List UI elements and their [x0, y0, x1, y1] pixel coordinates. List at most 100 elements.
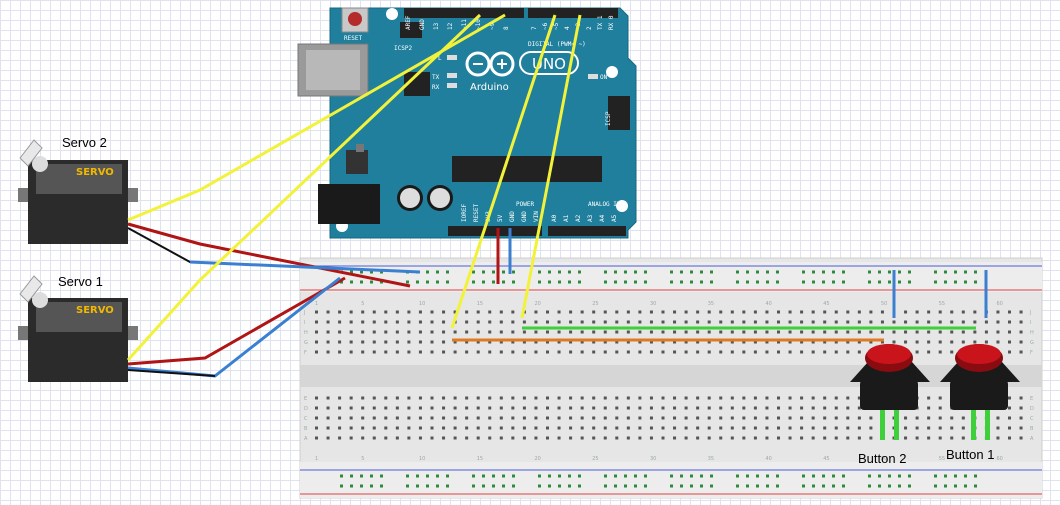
breadboard-hole	[592, 416, 596, 420]
breadboard-hole	[765, 310, 769, 314]
breadboard-hole	[834, 426, 838, 430]
breadboard-hole	[649, 416, 653, 420]
rail-hole	[614, 484, 617, 488]
rail-hole	[954, 474, 957, 478]
breadboard-hole	[569, 416, 573, 420]
rail-hole	[416, 474, 419, 478]
column-number-bottom: 50	[881, 456, 887, 462]
rail-hole	[710, 484, 713, 488]
breadboard-hole	[938, 320, 942, 324]
rail-hole	[812, 474, 815, 478]
rail-hole	[878, 280, 881, 284]
rail-hole	[898, 484, 901, 488]
breadboard-hole	[384, 406, 388, 410]
breadboard-hole	[765, 340, 769, 344]
rail-hole	[954, 270, 957, 274]
column-number-bottom: 15	[477, 456, 483, 462]
breadboard-hole	[649, 426, 653, 430]
breadboard-hole	[361, 320, 365, 324]
breadboard-hole	[927, 310, 931, 314]
breadboard-hole	[546, 436, 549, 440]
rail-hole	[578, 280, 581, 284]
breadboard-hole	[961, 310, 965, 314]
breadboard-hole	[1008, 416, 1011, 420]
breadboard-hole	[823, 416, 827, 420]
rail-hole	[644, 270, 647, 274]
breadboard-hole	[661, 406, 665, 410]
breadboard-hole	[603, 426, 607, 430]
breadboard-hole	[384, 350, 388, 354]
breadboard-hole	[326, 350, 330, 354]
breadboard-hole	[950, 320, 954, 324]
breadboard-hole	[1019, 340, 1023, 344]
breadboard-hole	[638, 350, 642, 354]
rail-hole	[812, 280, 815, 284]
breadboard-hole	[869, 310, 873, 314]
button-2[interactable]: Button 2	[850, 344, 930, 466]
breadboard-hole	[938, 436, 942, 440]
rail-hole	[974, 474, 977, 478]
breadboard-hole	[338, 396, 342, 400]
rail-hole	[868, 474, 871, 478]
breadboard-hole	[1008, 310, 1011, 314]
breadboard-hole	[753, 396, 757, 400]
breadboard-hole	[592, 330, 596, 334]
rail-hole	[446, 474, 449, 478]
breadboard-hole	[407, 340, 411, 344]
breadboard-hole	[592, 340, 596, 344]
breadboard-hole	[823, 320, 827, 324]
breadboard-hole	[488, 396, 492, 400]
rail-hole	[604, 474, 607, 478]
breadboard-hole	[684, 416, 688, 420]
breadboard-hole	[615, 320, 619, 324]
column-number-bottom: 40	[765, 456, 771, 462]
rail-hole	[802, 280, 805, 284]
breadboard-hole	[615, 340, 619, 344]
rail-hole	[700, 270, 703, 274]
breadboard-hole	[834, 340, 838, 344]
breadboard-hole	[800, 340, 804, 344]
breadboard-hole	[499, 406, 503, 410]
breadboard-hole	[395, 406, 399, 410]
breadboard-hole	[442, 396, 446, 400]
column-number-top: 25	[592, 301, 598, 307]
breadboard-hole	[569, 406, 573, 410]
button-1[interactable]: Button 1	[940, 344, 1020, 462]
breadboard-hole	[742, 436, 746, 440]
rail-hole	[700, 280, 703, 284]
power-pin-label: 5V	[497, 214, 504, 222]
breadboard-hole	[673, 416, 677, 420]
breadboard-hole	[546, 350, 549, 354]
servo-2: SERVO Servo 2	[18, 135, 138, 244]
rail-hole	[538, 280, 541, 284]
breadboard-hole	[927, 436, 931, 440]
breadboard-hole	[719, 350, 723, 354]
breadboard-hole	[857, 310, 861, 314]
breadboard-hole	[430, 340, 434, 344]
breadboard-hole	[1019, 396, 1023, 400]
breadboard-hole	[857, 396, 861, 400]
breadboard-hole	[823, 310, 827, 314]
rx-led-label: RX	[432, 84, 440, 91]
breadboard-hole	[442, 330, 446, 334]
rail-hole	[340, 474, 343, 478]
breadboard-hole	[788, 396, 792, 400]
rail-hole	[690, 484, 693, 488]
breadboard-column-numbers: 1155101015152020252530303535404045455050…	[315, 301, 1003, 462]
row-letter: A	[304, 436, 308, 442]
breadboard-hole	[511, 330, 515, 334]
breadboard-hole	[730, 330, 734, 334]
breadboard-hole	[557, 406, 561, 410]
breadboard-hole	[407, 320, 411, 324]
breadboard-hole	[384, 416, 388, 420]
breadboard-hole	[338, 436, 342, 440]
rail-hole	[878, 474, 881, 478]
breadboard-hole	[546, 396, 549, 400]
breadboard-hole	[488, 416, 492, 420]
row-letter: D	[1030, 406, 1034, 412]
breadboard-hole	[742, 396, 746, 400]
rail-hole	[832, 484, 835, 488]
breadboard-hole	[788, 350, 792, 354]
breadboard-hole	[707, 436, 711, 440]
breadboard-hole	[811, 396, 815, 400]
